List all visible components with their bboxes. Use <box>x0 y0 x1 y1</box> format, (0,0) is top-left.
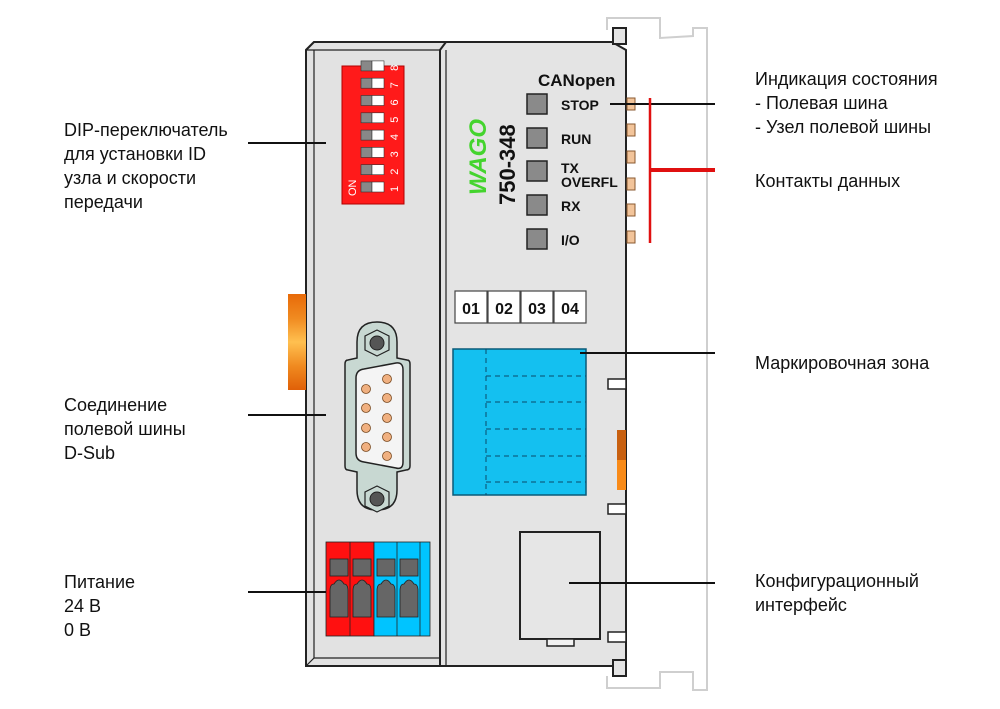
dip-switch-position[interactable]: 5 <box>360 112 401 124</box>
dsub-pin <box>361 384 371 394</box>
led-indicator-icon <box>526 160 548 182</box>
marking-zone[interactable] <box>452 348 587 496</box>
marker-tab-label: 01 <box>462 301 480 318</box>
led-label: I/O <box>561 232 580 248</box>
marker-tab: 04 <box>553 290 587 324</box>
dip-switch-position[interactable]: 4 <box>360 129 401 141</box>
dip-switch-position[interactable]: 2 <box>360 164 401 175</box>
power-terminal-clamp[interactable] <box>329 558 349 618</box>
protocol-label: CANopen <box>538 71 615 90</box>
dip-switch[interactable]: 1 2 3 4 5 6 7 8ON <box>341 60 405 205</box>
din-rail-outline <box>606 17 708 691</box>
led-label: OVERFL <box>561 174 618 190</box>
status-led: RUN <box>526 127 591 149</box>
dip-position-number: 6 <box>389 99 401 105</box>
led-label: RUN <box>561 131 591 147</box>
dsub-pin <box>361 442 371 452</box>
dip-position-number: 8 <box>389 65 401 71</box>
orange-latch-left <box>288 294 306 390</box>
dsub-pin <box>382 393 392 403</box>
marker-tab: 02 <box>487 290 521 324</box>
model-number-text: 750-348 <box>495 124 520 205</box>
status-led: I/O <box>526 228 580 250</box>
led-label: STOP <box>561 97 599 113</box>
leader-lines <box>248 103 715 593</box>
marker-tab: 01 <box>454 290 488 324</box>
led-indicator-icon <box>526 127 548 149</box>
callout-dsub: Соединение полевой шины D-Sub <box>64 395 186 463</box>
dsub-pin <box>361 423 371 433</box>
led-indicator-icon <box>526 93 548 115</box>
power-terminal-clamp[interactable] <box>352 558 372 618</box>
led-indicator-icon <box>526 228 548 250</box>
status-led: RX <box>526 194 581 216</box>
dip-position-number: 3 <box>389 151 401 157</box>
data-contact-pin <box>626 123 636 137</box>
dsub-pin <box>361 403 371 413</box>
screw-bottom-icon <box>369 491 385 507</box>
dip-position-number: 7 <box>389 82 401 88</box>
config-interface[interactable] <box>519 531 601 647</box>
dip-switch-position[interactable]: 7 <box>360 77 401 89</box>
model-number: 750-348 <box>495 124 520 205</box>
data-contacts <box>626 97 636 244</box>
marker-tab-label: 03 <box>528 301 546 318</box>
marker-tab: 03 <box>520 290 554 324</box>
marker-tabs: 01 02 03 04 <box>454 290 587 324</box>
dip-switch-position[interactable]: 1 <box>360 181 401 193</box>
callout-config-interface: Конфигурационный интерфейс <box>755 571 919 615</box>
power-terminal-clamp[interactable] <box>376 558 396 618</box>
data-contact-pin <box>626 177 636 191</box>
dip-position-number: 4 <box>389 134 401 140</box>
callout-status-indication: Индикация состояния - Полевая шина - Узе… <box>755 69 938 137</box>
power-terminal-clamp[interactable] <box>399 558 419 618</box>
wago-logo: WAGO <box>465 119 492 195</box>
callout-marking-zone: Маркировочная зона <box>755 353 930 373</box>
dip-position-number: 1 <box>389 186 401 192</box>
dip-switch-position[interactable]: 6 <box>360 95 401 106</box>
power-terminal[interactable] <box>325 541 431 637</box>
screw-top-icon <box>369 335 385 351</box>
callout-power: Питание 24 В 0 В <box>64 572 136 640</box>
dsub-pin <box>382 451 392 461</box>
data-contacts-bracket <box>648 98 715 243</box>
dip-on-label: ON <box>347 179 359 196</box>
dsub-pin <box>382 432 392 442</box>
marker-tab-label: 02 <box>495 301 513 318</box>
wago-logo-text: WAGO <box>465 119 492 195</box>
dsub-pin <box>382 413 392 423</box>
callout-data-contacts: Контакты данных <box>755 171 901 191</box>
status-led: STOP <box>526 93 599 115</box>
data-contact-pin <box>626 150 636 164</box>
led-label: TX <box>561 160 580 176</box>
dsub-connector[interactable] <box>344 321 411 513</box>
led-indicator-icon <box>526 194 548 216</box>
orange-latch-right <box>617 430 626 490</box>
dip-position-number: 2 <box>389 169 401 175</box>
dip-position-number: 5 <box>389 117 401 123</box>
data-contact-pin <box>626 203 636 217</box>
dip-switch-position[interactable]: 8 <box>360 60 401 72</box>
dsub-pin <box>382 374 392 384</box>
data-contact-pin <box>626 230 636 244</box>
callout-dip-switch: DIP-переключатель для установки ID узла … <box>64 120 228 212</box>
marker-tab-label: 04 <box>561 301 579 318</box>
led-label: RX <box>561 198 581 214</box>
dip-switch-position[interactable]: 3 <box>360 147 401 158</box>
